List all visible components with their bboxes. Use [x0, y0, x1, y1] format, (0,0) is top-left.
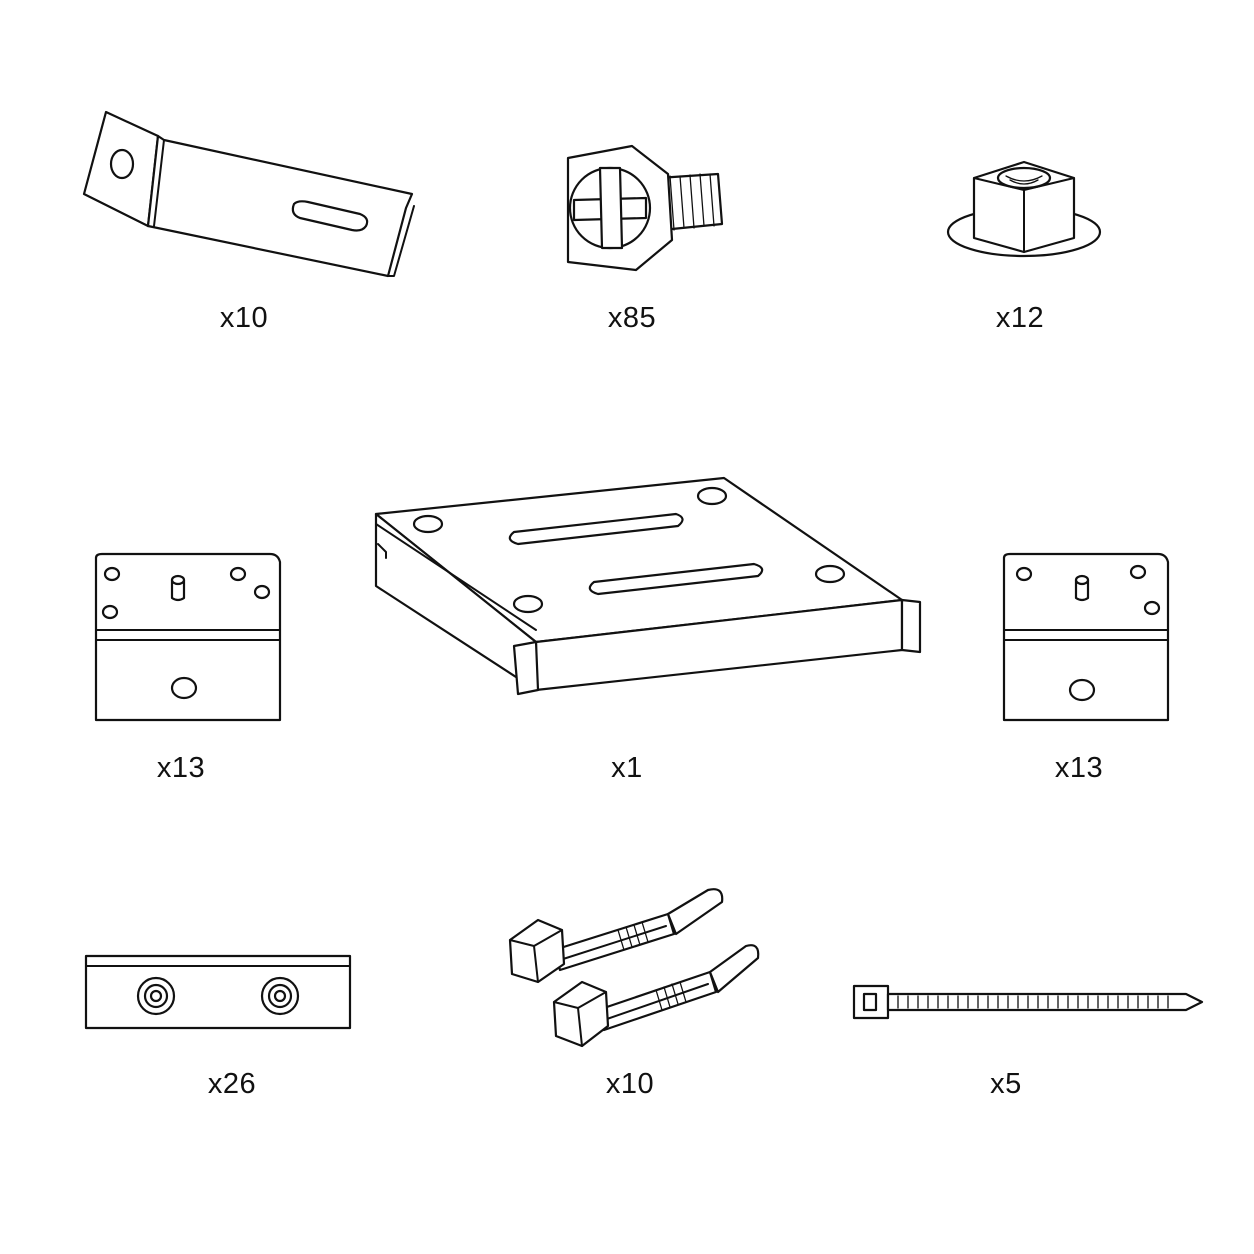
quantity-label: x10: [605, 1068, 655, 1100]
quantity-label: x5: [990, 1068, 1022, 1100]
corner-block-left-icon: [90, 552, 286, 726]
corner-block-right-icon: [998, 552, 1172, 726]
connector-bar-icon: [82, 952, 354, 1032]
cable-tie-icon: [852, 982, 1206, 1022]
quantity-label: x85: [607, 302, 657, 334]
flange-nut-icon: [944, 158, 1104, 268]
quantity-label: x13: [156, 752, 206, 784]
quantity-label: x12: [995, 302, 1045, 334]
mounting-plate-icon: [372, 474, 928, 700]
quantity-label: x26: [207, 1068, 257, 1100]
angle-bracket-icon: [76, 108, 422, 284]
quantity-label: x13: [1054, 752, 1104, 784]
hex-flange-screw-icon: [548, 140, 738, 280]
quantity-label: x1: [611, 752, 643, 784]
anchor-bolt-icon: [498, 884, 768, 1056]
quantity-label: x10: [219, 302, 269, 334]
